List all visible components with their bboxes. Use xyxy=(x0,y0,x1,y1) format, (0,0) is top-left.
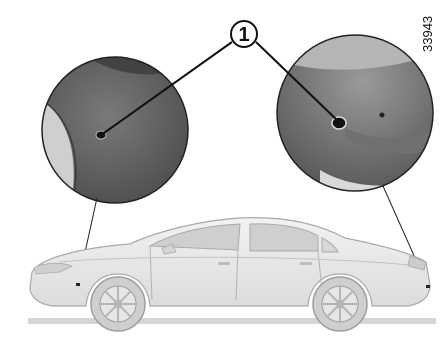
rear-sensor-marker xyxy=(426,285,430,288)
rear-sensor-icon xyxy=(332,117,346,129)
rear-wheel xyxy=(313,277,367,331)
ground-shadow xyxy=(28,318,436,324)
callout-number: 1 xyxy=(238,24,249,46)
left-sensor-magnifier xyxy=(42,55,200,210)
sedan-side-view xyxy=(30,218,430,331)
reference-code: 33943 xyxy=(420,16,435,52)
front-sensor-marker xyxy=(76,283,80,286)
right-sensor-magnifier xyxy=(277,35,433,191)
front-wheel xyxy=(91,277,145,331)
